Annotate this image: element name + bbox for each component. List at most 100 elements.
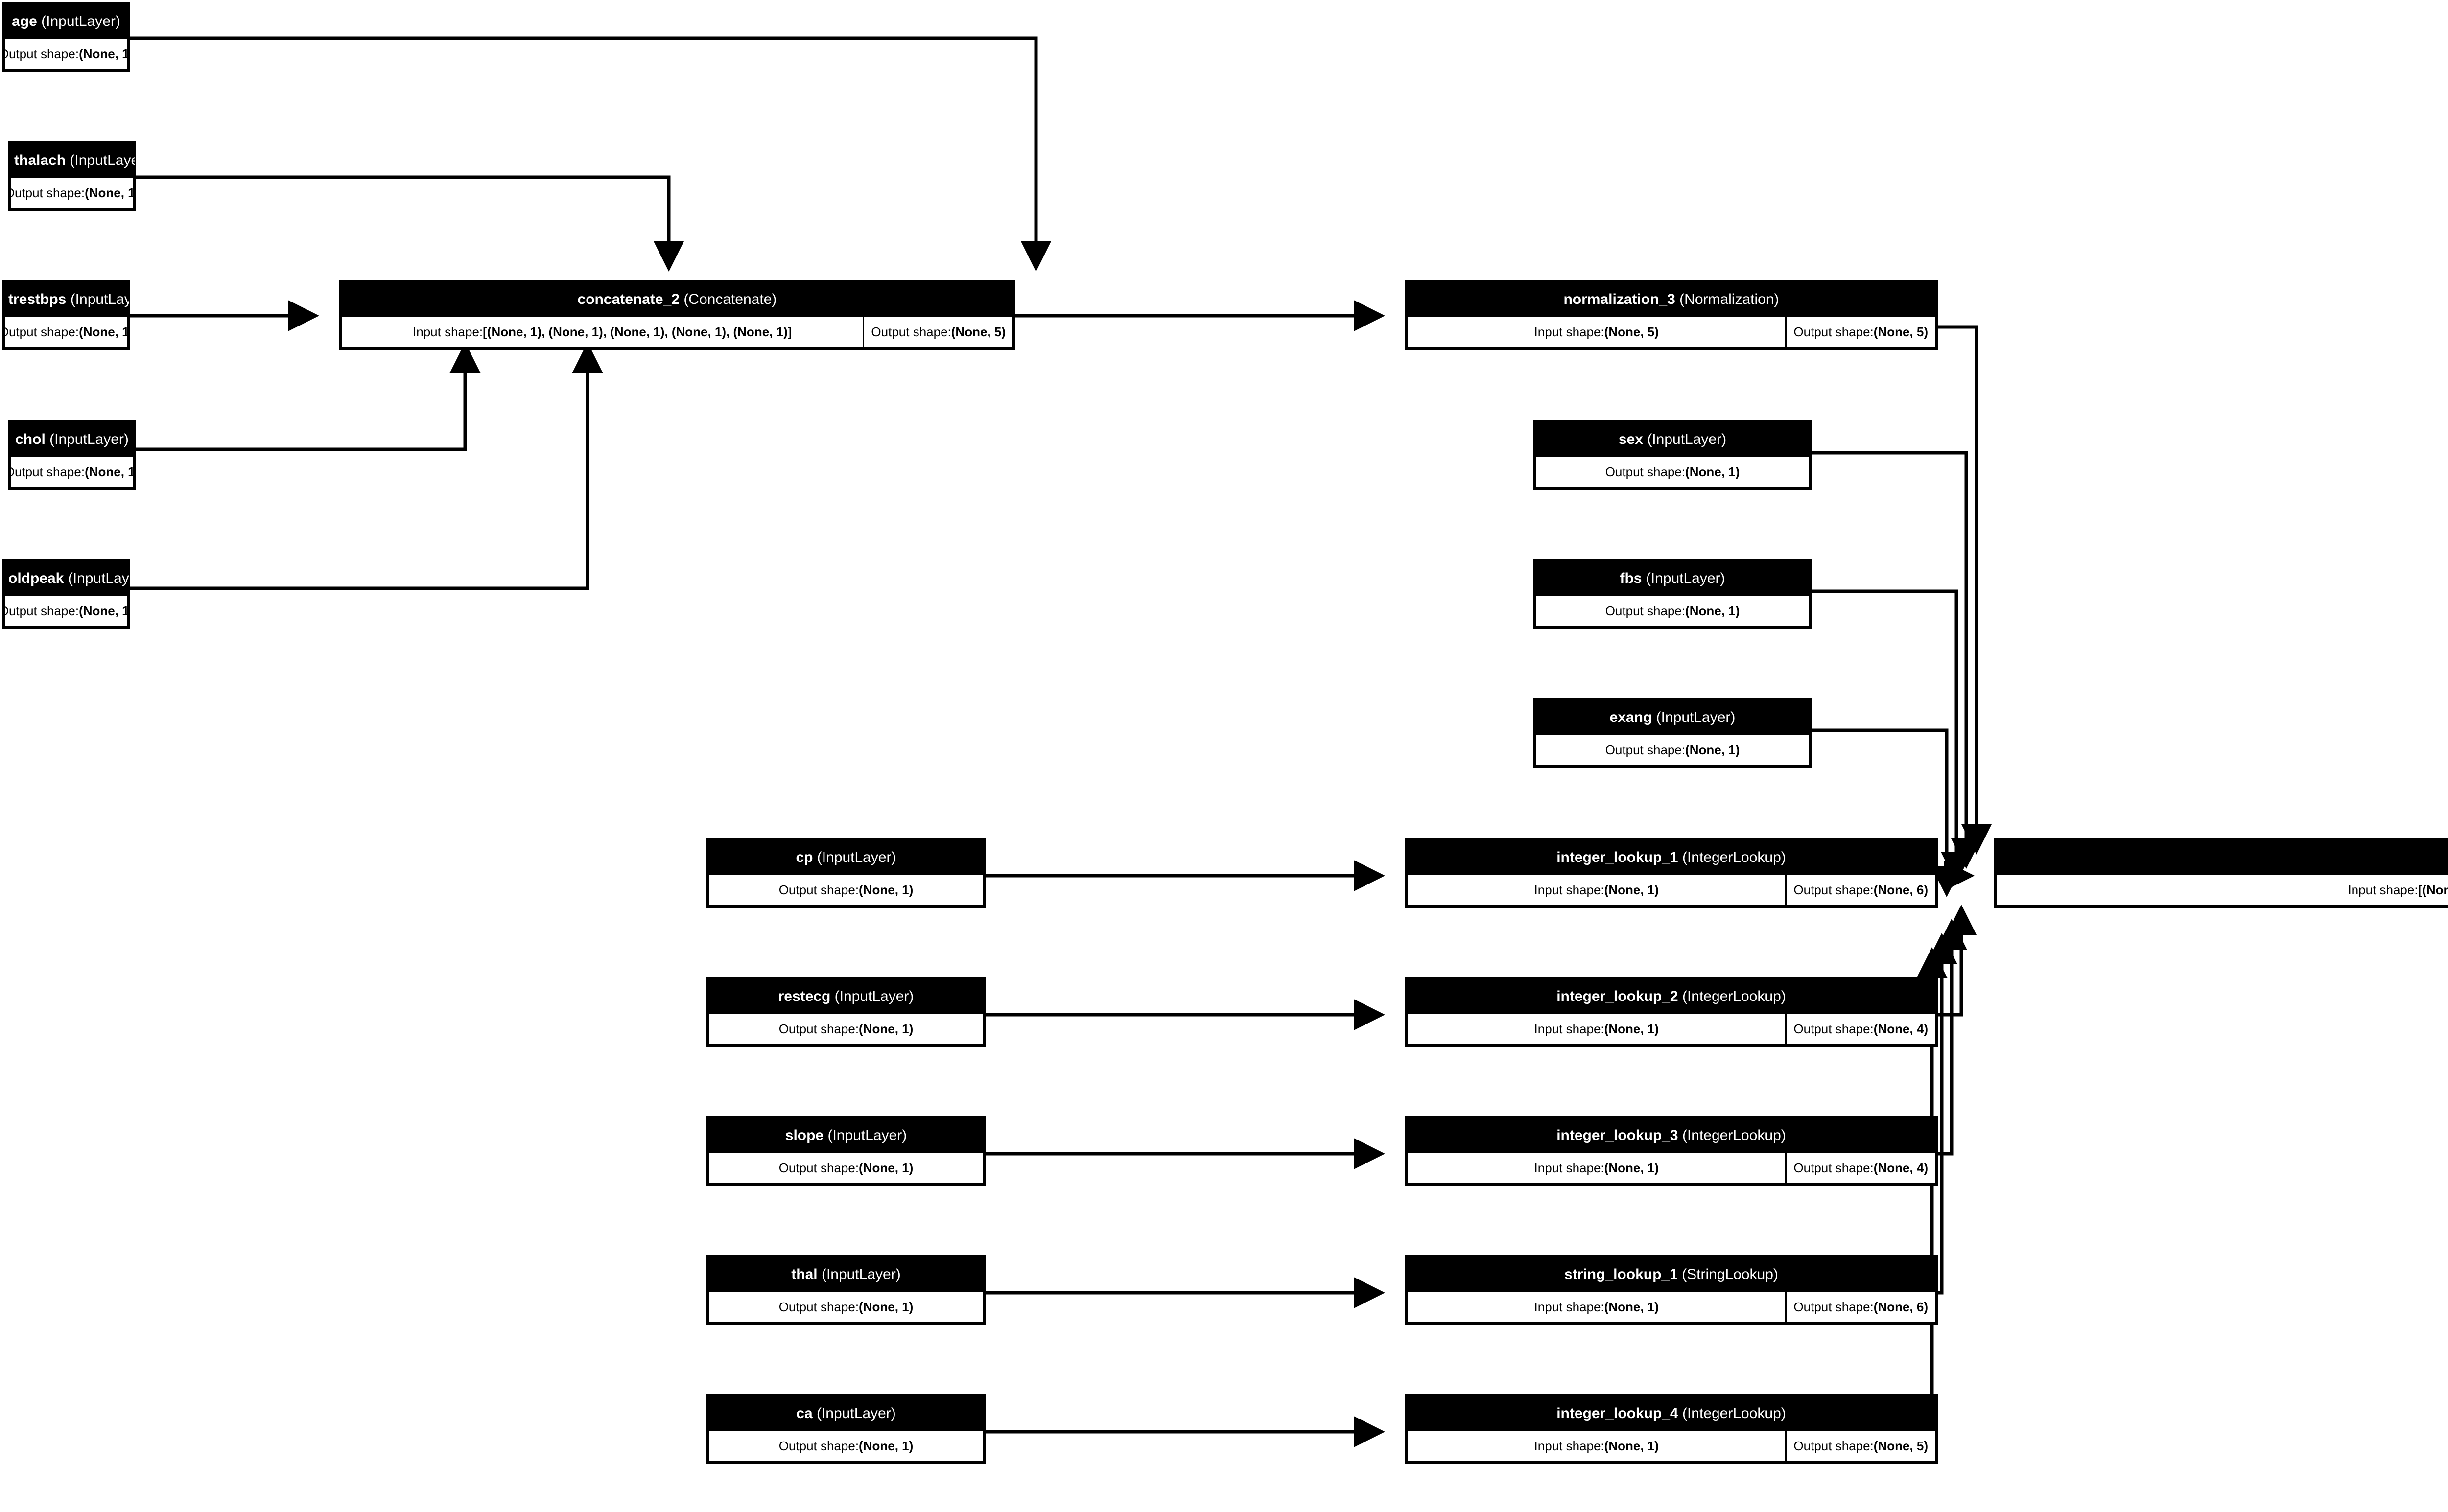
node-title-ca: ca (InputLayer) bbox=[708, 1396, 984, 1431]
node-sex[interactable]: sex (InputLayer)Output shape: (None, 1) bbox=[1533, 420, 1812, 490]
node-name-integer_lookup_3: integer_lookup_3 bbox=[1556, 1127, 1678, 1143]
node-input-shape-integer_lookup_3: Input shape: (None, 1) bbox=[1408, 1153, 1786, 1183]
node-input-shape-integer_lookup_1-value: (None, 1) bbox=[1604, 883, 1659, 897]
node-name-oldpeak: oldpeak bbox=[8, 570, 64, 586]
node-input-shape-normalization_3: Input shape: (None, 5) bbox=[1408, 317, 1786, 347]
node-output-shape-integer_lookup_3-value: (None, 4) bbox=[1873, 1161, 1928, 1175]
node-shapes-ca: Output shape: (None, 1) bbox=[708, 1431, 984, 1463]
node-name-trestbps: trestbps bbox=[8, 291, 67, 307]
node-output-shape-integer_lookup_2: Output shape: (None, 4) bbox=[1787, 1014, 1935, 1044]
node-input-shape-integer_lookup_3-value: (None, 1) bbox=[1604, 1161, 1659, 1175]
node-input-shape-string_lookup_1-value: (None, 1) bbox=[1604, 1300, 1659, 1314]
node-output-shape-trestbps-value: (None, 1) bbox=[79, 325, 127, 339]
node-slope[interactable]: slope (InputLayer)Output shape: (None, 1… bbox=[706, 1116, 986, 1186]
node-name-restecg: restecg bbox=[778, 988, 831, 1004]
edge-exang-to-concatenate-3 bbox=[1812, 728, 1962, 897]
node-input-shape-integer_lookup_3-label: Input shape: bbox=[1534, 1161, 1604, 1175]
node-title-concatenate_3: concatenate_3 (Concatenate) bbox=[1996, 839, 2448, 875]
node-string_lookup_1[interactable]: string_lookup_1 (StringLookup)Input shap… bbox=[1405, 1255, 1938, 1325]
node-output-shape-string_lookup_1-label: Output shape: bbox=[1793, 1300, 1874, 1314]
node-trestbps[interactable]: trestbps (InputLayer)Output shape: (None… bbox=[2, 280, 130, 350]
node-output-shape-thal-label: Output shape: bbox=[778, 1300, 859, 1314]
node-name-integer_lookup_2: integer_lookup_2 bbox=[1556, 988, 1678, 1004]
node-output-shape-thalach-value: (None, 1) bbox=[85, 186, 133, 200]
node-input-shape-concatenate_2: Input shape: [(None, 1), (None, 1), (Non… bbox=[342, 317, 863, 347]
node-integer_lookup_1[interactable]: integer_lookup_1 (IntegerLookup)Input sh… bbox=[1405, 838, 1938, 908]
edge-age-to-concatenate-2 bbox=[130, 36, 1052, 272]
node-integer_lookup_4[interactable]: integer_lookup_4 (IntegerLookup)Input sh… bbox=[1405, 1394, 1938, 1464]
node-thal[interactable]: thal (InputLayer)Output shape: (None, 1) bbox=[706, 1255, 986, 1325]
node-shapes-exang: Output shape: (None, 1) bbox=[1534, 735, 1811, 767]
node-input-shape-concatenate_3-label: Input shape: bbox=[2348, 883, 2418, 897]
node-output-shape-string_lookup_1-value: (None, 6) bbox=[1873, 1300, 1928, 1314]
node-input-shape-integer_lookup_4-value: (None, 1) bbox=[1604, 1439, 1659, 1453]
node-output-shape-cp: Output shape: (None, 1) bbox=[709, 875, 983, 905]
node-input-shape-integer_lookup_4-label: Input shape: bbox=[1534, 1439, 1604, 1453]
node-chol[interactable]: chol (InputLayer)Output shape: (None, 1) bbox=[8, 420, 136, 490]
node-shapes-integer_lookup_3: Input shape: (None, 1)Output shape: (Non… bbox=[1406, 1153, 1936, 1185]
node-name-ca: ca bbox=[796, 1405, 813, 1421]
node-output-shape-integer_lookup_3: Output shape: (None, 4) bbox=[1787, 1153, 1935, 1183]
node-type-integer_lookup_2: (IntegerLookup) bbox=[1678, 988, 1786, 1004]
node-input-shape-normalization_3-label: Input shape: bbox=[1534, 325, 1604, 339]
node-type-trestbps: (InputLayer) bbox=[70, 291, 129, 307]
node-name-chol: chol bbox=[15, 431, 46, 447]
node-output-shape-integer_lookup_1-label: Output shape: bbox=[1793, 883, 1874, 897]
node-input-shape-concatenate_3-value: [(None, 1), (None, 1), (None, 1), (None,… bbox=[2418, 883, 2448, 897]
node-shapes-integer_lookup_1: Input shape: (None, 1)Output shape: (Non… bbox=[1406, 875, 1936, 907]
node-shapes-normalization_3: Input shape: (None, 5) Output shape: (Non… bbox=[1406, 317, 1936, 349]
node-exang[interactable]: exang (InputLayer)Output shape: (None, 1… bbox=[1533, 698, 1812, 768]
node-output-shape-fbs-value: (None, 1) bbox=[1685, 604, 1740, 618]
node-output-shape-restecg-label: Output shape: bbox=[778, 1022, 859, 1036]
edge-fbs-to-concatenate-3 bbox=[1812, 589, 1972, 883]
edge-normalization-3-to-concatenate-3 bbox=[1938, 325, 1992, 855]
node-output-shape-trestbps: Output shape: (None, 1) bbox=[5, 317, 127, 347]
node-title-thalach: thalach (InputLayer) bbox=[9, 142, 135, 178]
node-title-slope: slope (InputLayer) bbox=[708, 1117, 984, 1153]
node-thalach[interactable]: thalach (InputLayer)Output shape: (None,… bbox=[8, 141, 136, 211]
node-shapes-integer_lookup_4: Input shape: (None, 1)Output shape: (Non… bbox=[1406, 1431, 1936, 1463]
node-name-cp: cp bbox=[796, 849, 813, 865]
node-type-thalach: (InputLayer) bbox=[70, 152, 135, 168]
node-restecg[interactable]: restecg (InputLayer)Output shape: (None,… bbox=[706, 977, 986, 1047]
node-output-shape-slope-label: Output shape: bbox=[778, 1161, 859, 1175]
node-output-shape-thalach: Output shape: (None, 1) bbox=[11, 178, 133, 208]
node-output-shape-oldpeak-label: Output shape: bbox=[5, 604, 79, 618]
node-title-chol: chol (InputLayer) bbox=[9, 421, 135, 457]
node-shapes-integer_lookup_2: Input shape: (None, 1)Output shape: (Non… bbox=[1406, 1014, 1936, 1046]
node-oldpeak[interactable]: oldpeak (InputLayer)Output shape: (None,… bbox=[2, 559, 130, 629]
node-name-sex: sex bbox=[1618, 431, 1643, 447]
node-output-shape-integer_lookup_3-label: Output shape: bbox=[1793, 1161, 1874, 1175]
node-integer_lookup_3[interactable]: integer_lookup_3 (IntegerLookup) Input sh… bbox=[1405, 1116, 1938, 1186]
edge-integer-lookup-3-to-concatenate-3 bbox=[1936, 919, 1967, 1156]
node-output-shape-fbs: Output shape: (None, 1) bbox=[1536, 596, 1809, 626]
node-concatenate_3[interactable]: concatenate_3 (Concatenate)Input shape: … bbox=[1994, 838, 2448, 908]
node-title-concatenate_2: concatenate_2 (Concatenate) bbox=[340, 281, 1014, 317]
node-type-exang: (InputLayer) bbox=[1652, 709, 1736, 725]
node-name-thalach: thalach bbox=[14, 152, 66, 168]
node-type-concatenate_2: (Concatenate) bbox=[679, 291, 777, 307]
node-cp[interactable]: cp (InputLayer)Output shape: (None, 1) bbox=[706, 838, 986, 908]
node-output-shape-ca-value: (None, 1) bbox=[859, 1439, 914, 1453]
node-output-shape-normalization_3-value: (None, 5) bbox=[1873, 325, 1928, 339]
node-age[interactable]: age (InputLayer)Output shape: (None, 1) bbox=[2, 2, 130, 72]
node-shapes-concatenate_2: Input shape: [(None, 1), (None, 1), (Non… bbox=[340, 317, 1014, 349]
node-input-shape-concatenate_2-label: Input shape: bbox=[413, 325, 483, 339]
node-title-trestbps: trestbps (InputLayer) bbox=[3, 281, 129, 317]
node-output-shape-normalization_3-label: Output shape: bbox=[1793, 325, 1874, 339]
node-output-shape-integer_lookup_1-value: (None, 6) bbox=[1873, 883, 1928, 897]
node-normalization_3[interactable]: normalization_3 (Normalization)Input sha… bbox=[1405, 280, 1938, 350]
node-shapes-cp: Output shape: (None, 1) bbox=[708, 875, 984, 907]
node-shapes-slope: Output shape: (None, 1) bbox=[708, 1153, 984, 1185]
node-output-shape-restecg-value: (None, 1) bbox=[859, 1022, 914, 1036]
node-output-shape-chol-label: Output shape: bbox=[11, 465, 85, 479]
node-concatenate_2[interactable]: concatenate_2 (Concatenate)Input shape: … bbox=[339, 280, 1015, 350]
node-fbs[interactable]: fbs (InputLayer)Output shape: (None, 1) bbox=[1533, 559, 1812, 629]
node-integer_lookup_2[interactable]: integer_lookup_2 (IntegerLookup) Input sh… bbox=[1405, 977, 1938, 1047]
node-output-shape-trestbps-label: Output shape: bbox=[5, 325, 79, 339]
node-name-string_lookup_1: string_lookup_1 bbox=[1564, 1266, 1678, 1282]
node-shapes-thal: Output shape: (None, 1) bbox=[708, 1292, 984, 1324]
node-name-thal: thal bbox=[791, 1266, 818, 1282]
node-ca[interactable]: ca (InputLayer)Output shape: (None, 1) bbox=[706, 1394, 986, 1464]
node-type-integer_lookup_3: (IntegerLookup) bbox=[1678, 1127, 1786, 1143]
